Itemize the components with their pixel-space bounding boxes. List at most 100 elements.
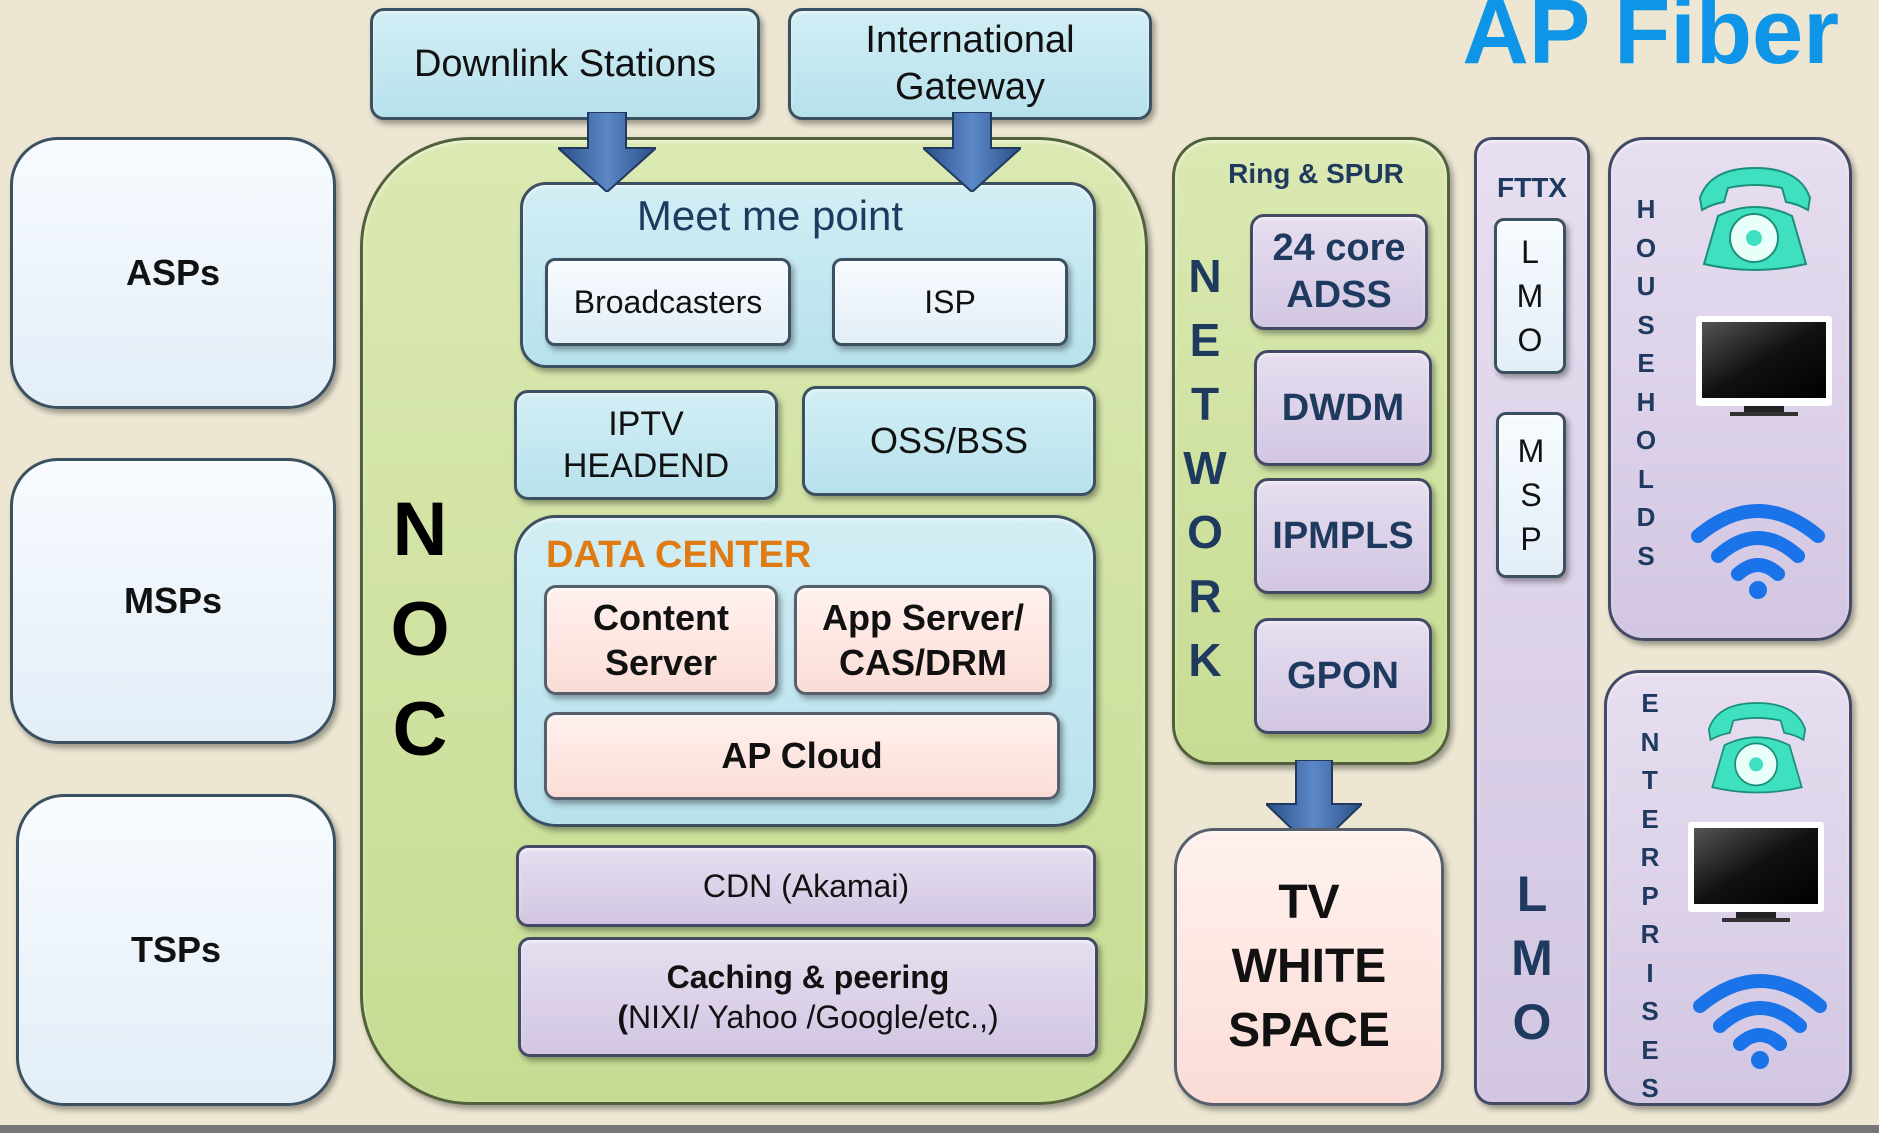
ap-cloud-label: AP Cloud	[721, 735, 883, 776]
app-server-line1: App Server/	[821, 597, 1025, 638]
gateway-label-line1: International	[865, 18, 1075, 61]
network-letter: R	[1188, 570, 1222, 622]
enterprises-letter: S	[1641, 996, 1659, 1026]
tvws-line3: SPACE	[1228, 1004, 1390, 1057]
wifi-icon	[1693, 974, 1827, 1069]
down-arrow-icon	[1266, 760, 1362, 850]
lmo-letter: L	[1521, 234, 1539, 270]
enterprises-letter: P	[1641, 880, 1659, 911]
cdn-box: CDN (Akamai)	[516, 845, 1096, 927]
caching-peering-line1: Caching & peering	[666, 959, 950, 995]
broadcasters-label: Broadcasters	[573, 283, 763, 320]
app-server-box: App Server/ CAS/DRM	[794, 585, 1052, 695]
asps-label: ASPs	[125, 252, 221, 293]
msp-letter: S	[1520, 477, 1542, 513]
telephone-icon	[1698, 166, 1812, 271]
enterprises-letter: E	[1641, 803, 1659, 834]
iptv-label-line1: IPTV	[608, 404, 684, 443]
msp-letter: P	[1520, 521, 1542, 557]
households-letter: U	[1636, 271, 1656, 301]
network-letter: T	[1190, 378, 1220, 430]
caching-peering-line2-text: NIXI/ Yahoo /Google/etc.,)	[628, 999, 999, 1035]
noc-vertical-label: N O C	[380, 480, 460, 780]
caching-peering-line2: (NIXI/ Yahoo /Google/etc.,)	[617, 997, 998, 1037]
enterprises-letter: R	[1640, 842, 1660, 872]
downlink-stations-box: Downlink Stations	[370, 8, 760, 120]
lmo-bottom-letter: M	[1511, 930, 1553, 986]
broadcasters-box: Broadcasters	[545, 258, 791, 346]
msp-small-box: M S P	[1496, 412, 1566, 578]
network-letter: K	[1188, 634, 1222, 686]
tv-icon	[1688, 822, 1824, 922]
adss-line2: ADSS	[1286, 274, 1392, 316]
isp-box: ISP	[832, 258, 1068, 346]
network-letter: O	[1187, 506, 1223, 558]
wifi-icon	[1691, 504, 1825, 599]
enterprises-letter: I	[1646, 957, 1654, 988]
tsps-box: TSPs	[16, 794, 336, 1106]
lmo-bottom-letter: O	[1512, 994, 1552, 1050]
ipmpls-box: IPMPLS	[1254, 478, 1432, 594]
oss-bss-label: OSS/BSS	[869, 420, 1029, 461]
households-letter: H	[1636, 386, 1656, 417]
dwdm-box: DWDM	[1254, 350, 1432, 466]
asps-box: ASPs	[10, 137, 336, 409]
international-gateway-box: International Gateway	[788, 8, 1152, 120]
network-vertical-label: N E T W O R K	[1180, 244, 1230, 692]
lmo-letter: M	[1516, 278, 1544, 314]
noc-letter: O	[390, 587, 450, 672]
tvws-line1: TV	[1278, 876, 1340, 929]
households-letter: S	[1637, 309, 1655, 340]
network-letter: E	[1189, 314, 1221, 366]
down-arrow-icon	[923, 112, 1021, 192]
bottom-border	[0, 1125, 1879, 1133]
tv-icon	[1696, 316, 1832, 416]
content-server-box: Content Server	[544, 585, 778, 695]
ap-cloud-box: AP Cloud	[544, 712, 1060, 800]
caching-peering-paren: (	[617, 999, 629, 1035]
content-server-line1: Content	[593, 597, 729, 638]
iptv-label-line2: HEADEND	[562, 447, 730, 485]
households-letter: L	[1638, 463, 1654, 494]
telephone-icon	[1707, 702, 1807, 794]
msps-label: MSPs	[123, 580, 223, 621]
meet-me-point-title: Meet me point	[636, 192, 904, 239]
households-letter: O	[1635, 232, 1657, 263]
enterprises-letter: N	[1640, 726, 1660, 757]
enterprises-letter: E	[1641, 688, 1659, 718]
households-letter: E	[1637, 348, 1655, 378]
fttx-label: FTTX	[1497, 172, 1567, 203]
lmo-letter: O	[1517, 322, 1543, 358]
lmo-bottom-letter: L	[1516, 866, 1548, 922]
adss-box: 24 core ADSS	[1250, 214, 1428, 330]
tsps-label: TSPs	[130, 929, 222, 970]
gateway-label-line2: Gateway	[895, 66, 1045, 108]
iptv-headend-box: IPTV HEADEND	[514, 390, 778, 500]
enterprises-vertical-label: E N T E R P R I S E S	[1632, 684, 1668, 1108]
lmo-small-box: L M O	[1494, 218, 1566, 374]
data-center-title: DATA CENTER	[546, 534, 812, 576]
caching-peering-box: Caching & peering (NIXI/ Yahoo /Google/e…	[518, 937, 1098, 1057]
lmo-bottom-label: L M O	[1474, 862, 1590, 1054]
enterprises-letter: S	[1641, 1073, 1659, 1103]
downlink-stations-label: Downlink Stations	[413, 42, 717, 85]
households-letter: H	[1636, 194, 1656, 224]
enterprises-letter: E	[1641, 1034, 1659, 1065]
ipmpls-label: IPMPLS	[1272, 514, 1414, 557]
cdn-label: CDN (Akamai)	[702, 867, 910, 904]
households-letter: O	[1635, 425, 1657, 455]
network-letter: W	[1183, 442, 1227, 494]
adss-line1: 24 core	[1272, 226, 1406, 269]
app-server-line2: CAS/DRM	[838, 642, 1007, 683]
dwdm-label: DWDM	[1281, 386, 1405, 429]
diagram-title: AP Fiber	[1462, 0, 1839, 83]
down-arrow-icon	[558, 112, 656, 192]
tv-white-space-box: TV WHITE SPACE	[1174, 828, 1444, 1106]
enterprises-letter: T	[1642, 765, 1658, 795]
msp-letter: M	[1517, 433, 1545, 469]
households-letter: D	[1636, 502, 1656, 532]
msps-box: MSPs	[10, 458, 336, 744]
tvws-line2: WHITE	[1231, 940, 1387, 993]
ring-spur-label: Ring & SPUR	[1228, 158, 1404, 189]
noc-letter: N	[392, 487, 448, 572]
